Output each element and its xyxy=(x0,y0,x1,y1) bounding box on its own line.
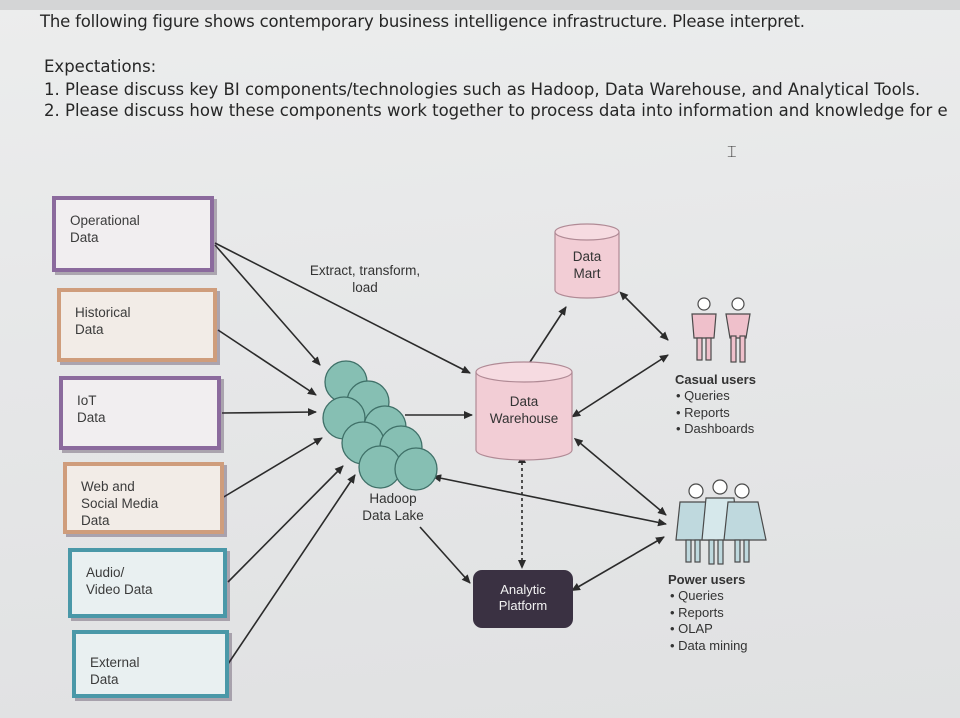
power-users-list: Queries Reports OLAP Data mining xyxy=(670,588,747,654)
arrow-hadoop-power-users xyxy=(432,474,667,527)
casual-users-title: Casual users xyxy=(675,372,756,387)
question-text: The following figure shows contemporary … xyxy=(40,12,805,31)
hadoop-data-lake-label: Hadoop Data Lake xyxy=(362,491,424,523)
arrow-hadoop-to-platform xyxy=(419,526,471,584)
expectation-item-2: 2. Please discuss how these components w… xyxy=(44,101,948,120)
arrow-iot-to-hadoop xyxy=(221,408,317,417)
analytic-platform-box xyxy=(473,570,573,628)
screen-top-bar xyxy=(0,0,960,10)
source-web-social-media-data: Web and Social Media Data xyxy=(63,462,224,534)
arrow-operational-to-warehouse xyxy=(214,242,471,374)
power-users-title: Power users xyxy=(668,572,746,587)
data-warehouse-cylinder xyxy=(475,361,573,461)
arrow-mart-casual-users xyxy=(619,291,669,341)
expectations-label: Expectations: xyxy=(44,57,157,76)
source-operational-data: Operational Data xyxy=(52,196,214,272)
arrow-warehouse-power-users xyxy=(573,437,667,516)
source-audio-video-data: Audio/ Video Data xyxy=(68,548,227,618)
power-users-icon xyxy=(675,479,767,565)
data-warehouse-label: Data Warehouse xyxy=(489,394,559,426)
arrow-web-to-hadoop xyxy=(221,437,323,499)
arrow-historical-to-hadoop xyxy=(217,329,317,396)
casual-users-list: Queries Reports Dashboards xyxy=(676,388,754,438)
analytic-platform-label: Analytic Platform xyxy=(498,582,548,613)
source-historical-data: Historical Data xyxy=(57,288,217,362)
data-mart-cylinder xyxy=(554,223,620,299)
expectation-item-1: 1. Please discuss key BI components/tech… xyxy=(44,80,921,99)
arrow-external-to-hadoop xyxy=(227,474,356,665)
arrow-operational-to-hadoop xyxy=(214,244,321,366)
source-arrows xyxy=(214,242,669,665)
casual-users-icon xyxy=(691,297,751,363)
source-iot-data: IoT Data xyxy=(59,376,221,450)
arrow-audio-to-hadoop xyxy=(227,465,344,583)
arrow-warehouse-to-mart xyxy=(529,306,567,363)
source-external-data: External Data xyxy=(72,630,229,698)
arrow-platform-power-users xyxy=(571,536,665,592)
etl-label: Extract, transform, load xyxy=(309,263,421,295)
hadoop-data-lake-cluster xyxy=(322,360,438,491)
data-mart-label: Data Mart xyxy=(572,249,602,281)
question-prompt: The following figure shows contemporary … xyxy=(40,12,955,122)
text-cursor-icon: ⌶ xyxy=(727,144,737,161)
arrow-warehouse-casual-users xyxy=(571,354,669,418)
